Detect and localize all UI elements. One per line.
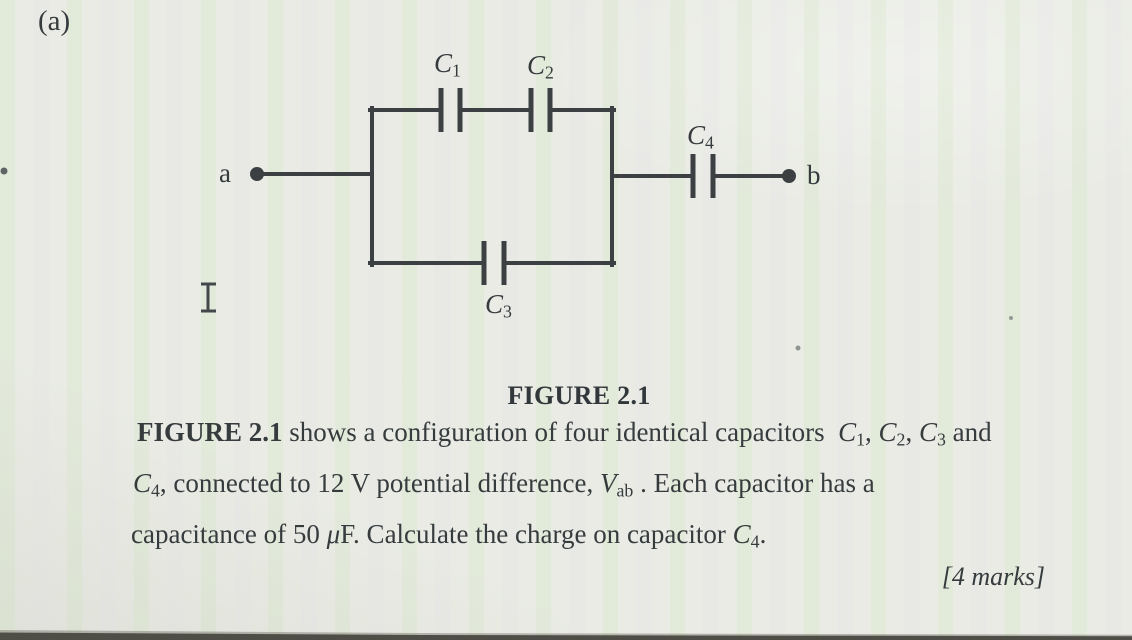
photo-bottom-edge: [0, 632, 1132, 640]
c2-subscript: 2: [545, 62, 554, 83]
problem-text-line-1: FIGURE 2.1 shows a configuration of four…: [137, 417, 992, 450]
text-segment: μ: [326, 519, 341, 549]
text-segment: capacitance of 50: [131, 519, 327, 549]
wires: [262, 106, 785, 267]
figure-caption: FIGURE 2.1: [507, 381, 651, 410]
c3-symbol: C: [485, 289, 504, 319]
text-segment: C: [133, 468, 152, 498]
photo-bottom-edge-shadow: [0, 630, 1132, 637]
i-beam-cursor-icon: [201, 282, 216, 313]
c4-symbol: C: [687, 120, 706, 150]
text-segment: FIGURE 2.1: [137, 417, 283, 447]
text-segment: C: [732, 519, 751, 549]
text-segment: C: [918, 417, 937, 447]
c2-symbol: C: [527, 50, 546, 80]
text-segment: 4: [750, 531, 760, 552]
capacitor-c2-label: C2: [527, 52, 554, 82]
capacitor-c4-label: C4: [687, 122, 714, 152]
text-segment: F. Calculate the charge on capacitor: [340, 519, 733, 549]
text-segment: .: [759, 519, 767, 549]
problem-text-line-2: C4, connected to 12 V potential differen…: [133, 468, 875, 501]
c3-subscript: 3: [503, 301, 512, 322]
terminal-dots: [250, 167, 796, 183]
c4-subscript: 4: [705, 132, 714, 153]
terminal-a-dot: [250, 167, 264, 181]
c1-subscript: 1: [452, 60, 461, 81]
terminal-b-dot: [782, 169, 796, 183]
text-segment: . Each capacitor has a: [633, 468, 875, 498]
text-segment: 1: [856, 429, 866, 450]
dust-speck: [0, 167, 8, 175]
text-segment: 3: [936, 429, 946, 450]
terminal-a-label: a: [219, 158, 231, 188]
dust-speck: [795, 345, 801, 351]
capacitor-c3-label: C3: [485, 291, 512, 321]
text-segment: C: [838, 417, 857, 447]
text-segment: shows a configuration of four identical …: [282, 417, 839, 447]
text-segment: ,: [865, 417, 879, 447]
dust-speck: [1009, 316, 1013, 320]
text-segment: , connected to 12 V potential difference…: [159, 468, 601, 498]
terminal-b-label: b: [807, 160, 821, 190]
capacitor-plates: [438, 88, 716, 285]
capacitor-c1-label: C1: [434, 50, 461, 80]
text-segment: ,: [905, 417, 919, 447]
text-segment: C: [878, 417, 897, 447]
text-segment: 4: [151, 480, 160, 501]
c1-symbol: C: [434, 48, 453, 78]
text-segment: V: [600, 468, 617, 498]
text-segment: and: [945, 417, 992, 447]
question-part-label: (a): [38, 5, 71, 37]
marks-allocation: [4 marks]: [941, 562, 1045, 591]
text-segment: 2: [896, 429, 906, 450]
photo-artifacts: [0, 167, 1132, 640]
text-segment: ab: [616, 480, 634, 501]
problem-text-line-3: capacitance of 50 μF. Calculate the char…: [131, 519, 766, 552]
